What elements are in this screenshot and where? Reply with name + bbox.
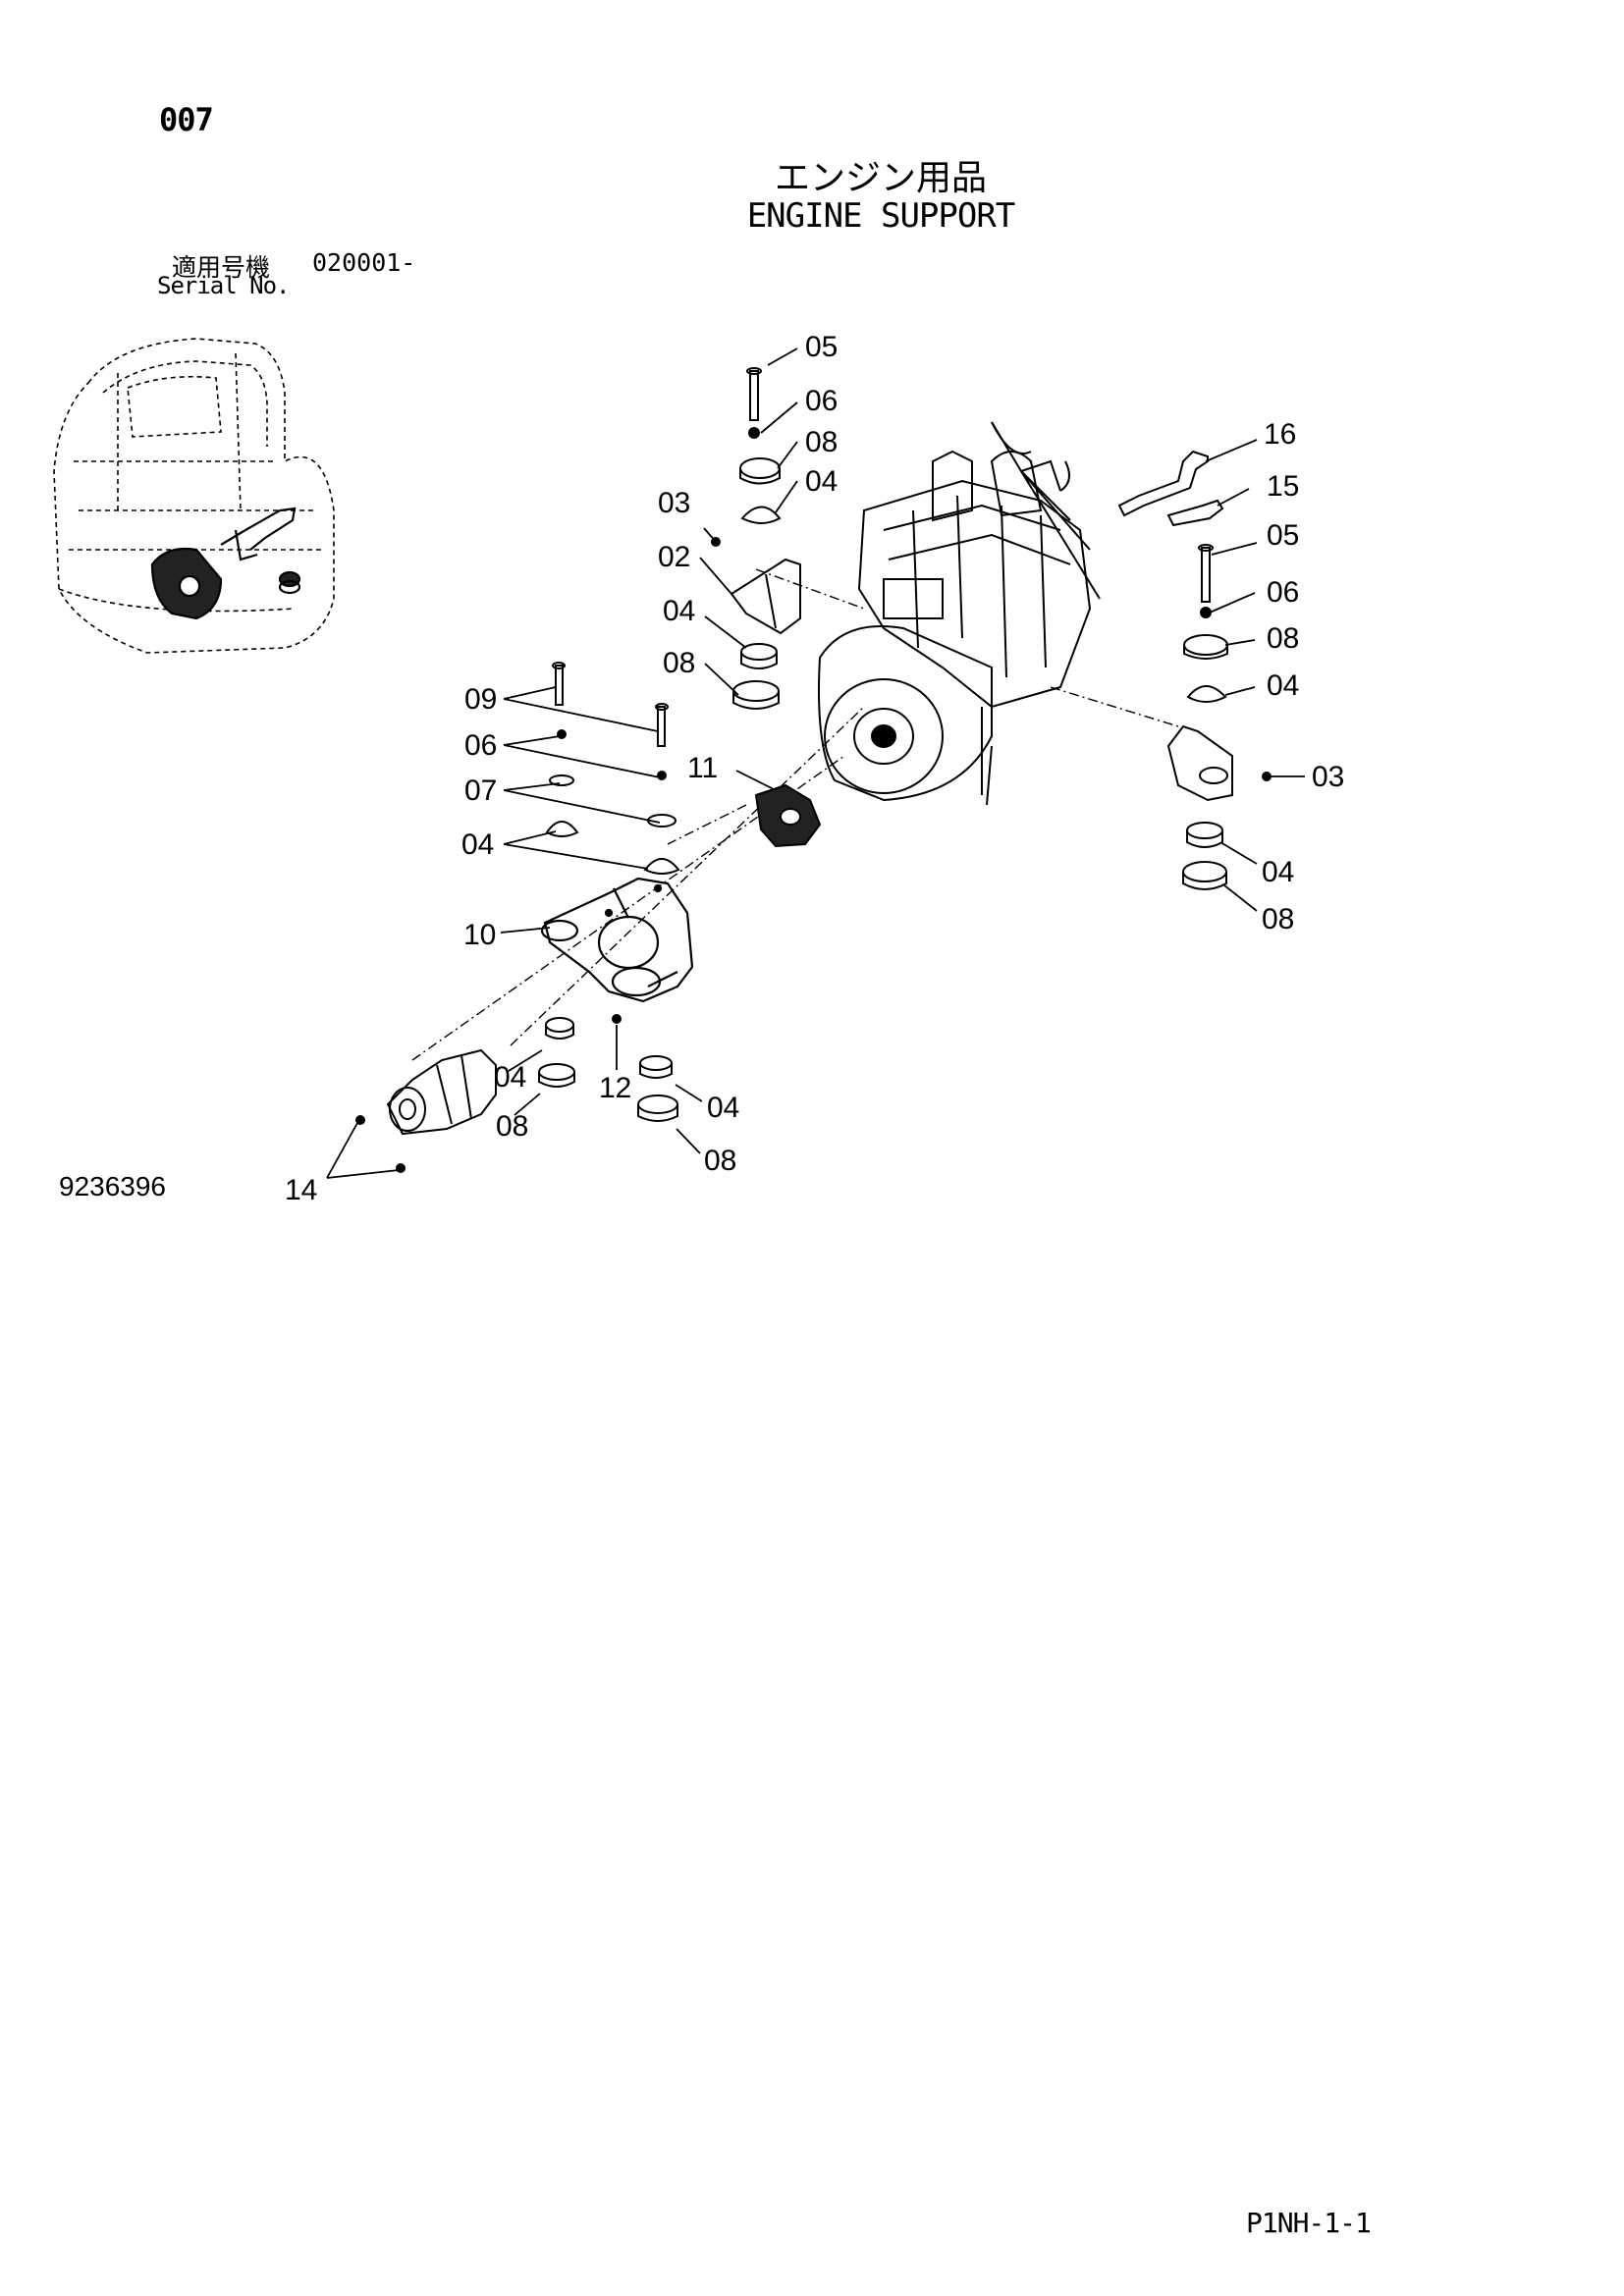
callout-04: 04 (1262, 856, 1294, 888)
callout-04: 04 (707, 1092, 739, 1124)
page-title-japanese: エンジン用品 (774, 158, 987, 198)
right-mount-stack (1166, 544, 1272, 890)
callout-04: 04 (805, 465, 838, 498)
callout-08: 08 (805, 426, 838, 458)
engine-block (818, 421, 1101, 806)
serial-label-english: Serial No. (157, 272, 290, 299)
left-upper-mount-stack (711, 367, 801, 710)
callout-07: 07 (464, 774, 497, 807)
callout-04: 04 (494, 1061, 526, 1094)
callout-04: 04 (461, 828, 494, 861)
drawing-number: 9236396 (59, 1171, 167, 1201)
callout-04: 04 (663, 595, 695, 627)
callout-02: 02 (658, 541, 690, 573)
callout-05: 05 (1267, 519, 1299, 552)
callout-10: 10 (463, 919, 496, 951)
callout-08: 08 (496, 1110, 528, 1143)
lower-left-stack (545, 662, 680, 875)
callout-08: 08 (1267, 622, 1299, 655)
callout-numbers: 05 06 08 04 03 02 04 08 16 15 05 06 08 0… (285, 331, 1344, 1206)
page-number: 007 (159, 101, 214, 138)
callout-06: 06 (1267, 576, 1299, 609)
callout-06: 06 (464, 729, 497, 762)
callout-05: 05 (805, 331, 838, 363)
serial-label-japanese: 適用号機 (172, 253, 271, 282)
callout-03: 03 (658, 487, 690, 519)
callout-06: 06 (805, 385, 838, 417)
callout-09: 09 (464, 683, 497, 716)
page-title-english: ENGINE SUPPORT (746, 196, 1016, 236)
callout-16: 16 (1264, 418, 1296, 451)
starter-motor (355, 1048, 497, 1173)
callout-08: 08 (663, 647, 695, 679)
callout-12: 12 (599, 1072, 631, 1104)
flywheel-housing (540, 877, 694, 1003)
callout-03: 03 (1312, 761, 1344, 793)
callout-08: 08 (704, 1145, 736, 1177)
page-code: P1NH-1-1 (1246, 2207, 1372, 2239)
callout-11: 11 (687, 752, 718, 784)
thumbnail-highlight-parts (150, 507, 301, 620)
callout-leaders (326, 347, 1305, 1179)
callout-14: 14 (285, 1174, 317, 1206)
serial-range: 020001- (312, 248, 416, 277)
callout-04: 04 (1267, 669, 1299, 702)
coupling-part (754, 783, 822, 848)
lower-mount-stack (538, 1014, 678, 1122)
callout-08: 08 (1262, 903, 1294, 935)
pipe-parts (1117, 450, 1224, 527)
callout-15: 15 (1267, 470, 1299, 503)
